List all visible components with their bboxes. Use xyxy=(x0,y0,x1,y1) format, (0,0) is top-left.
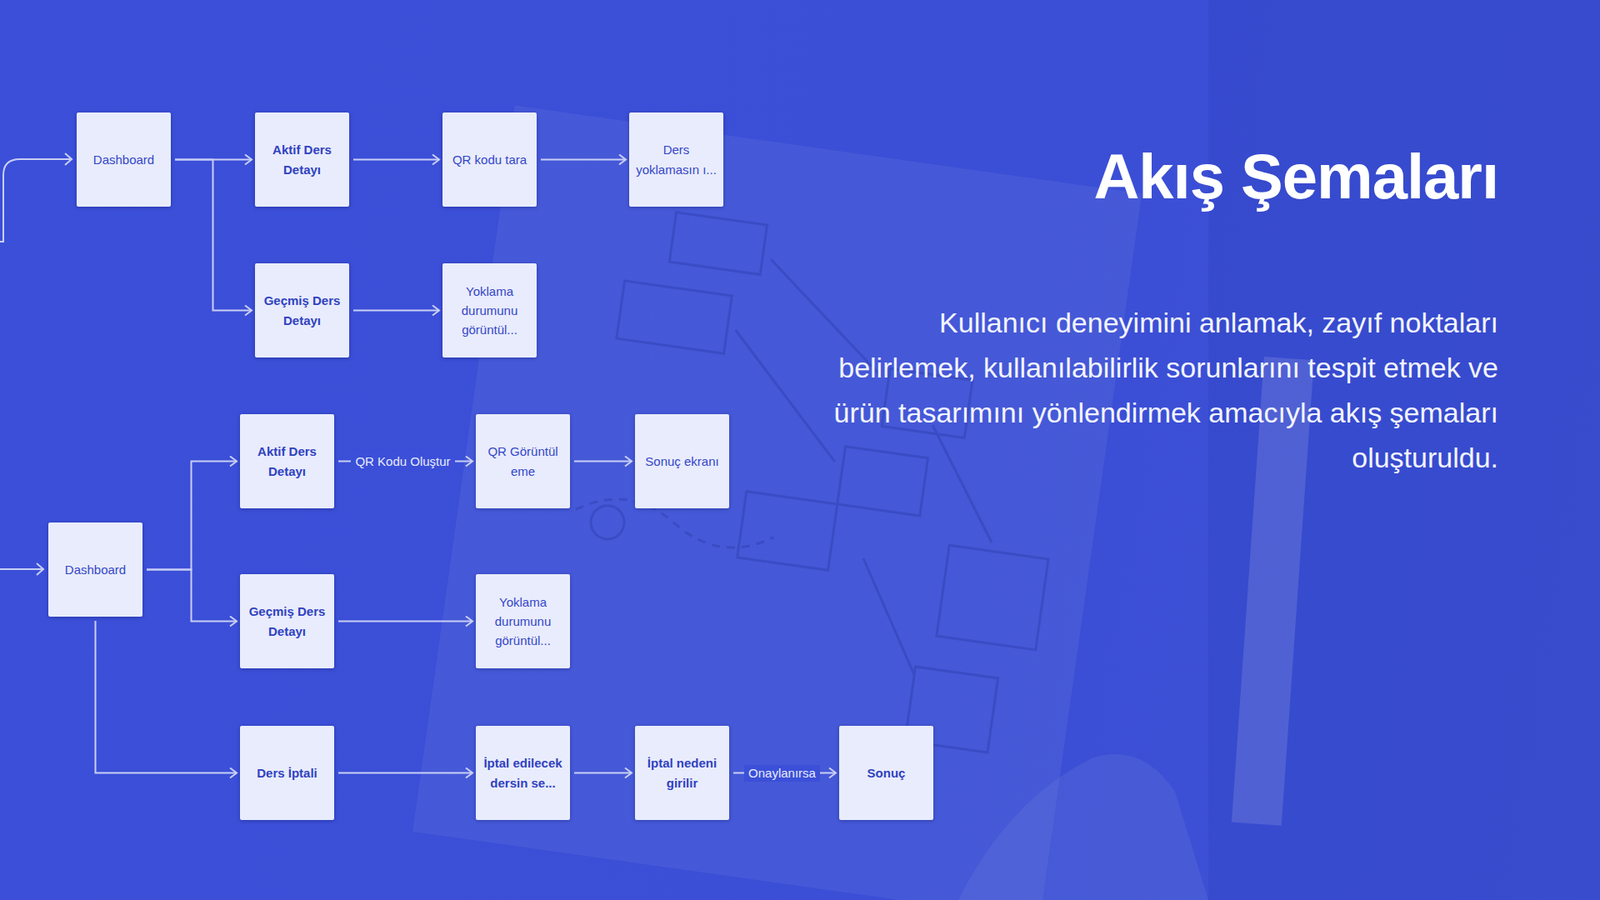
flow-arrow xyxy=(146,461,237,570)
edge-label: QR Kodu Oluştur xyxy=(350,453,455,470)
process-box: Dashboard xyxy=(76,112,171,207)
description-text: Kullanıcı deneyimini anlamak, zayıf nokt… xyxy=(823,300,1499,480)
process-box: Aktif Ders Detayı xyxy=(240,414,335,509)
process-box: Sonuç xyxy=(839,725,934,820)
box-label: Ders yoklamasın ı... xyxy=(635,140,717,180)
box-label: QR Görüntül eme xyxy=(482,441,564,481)
process-box: QR Görüntül eme xyxy=(475,414,570,509)
process-box: Dashboard xyxy=(48,522,143,617)
process-box: Ders İptali xyxy=(240,725,335,820)
flow-arrow xyxy=(574,772,632,775)
box-label: İptal edilecek dersin se... xyxy=(482,753,564,793)
process-box: Geçmiş Ders Detayı xyxy=(240,574,335,669)
box-label: Ders İptali xyxy=(256,763,318,783)
process-box: Yoklama durumunu görüntül... xyxy=(475,574,570,669)
box-label: Yoklama durumunu görüntül... xyxy=(482,592,564,651)
box-label: Sonuç ekranı xyxy=(645,451,719,471)
box-label: İptal nedeni girilir xyxy=(641,753,723,793)
box-label: Yoklama durumunu görüntül... xyxy=(449,281,530,340)
flow-arrow xyxy=(338,620,473,623)
flow-arrow xyxy=(175,160,252,311)
edge-label: Onaylanırsa xyxy=(744,765,820,782)
box-label: Dashboard xyxy=(65,560,126,580)
box-label: Dashboard xyxy=(93,150,155,170)
flow-arrow xyxy=(353,310,440,312)
flow-arrow xyxy=(95,620,238,774)
process-box: İptal edilecek dersin se... xyxy=(475,725,570,820)
process-box: QR kodu tara xyxy=(442,112,537,207)
process-box: İptal nedeni girilir xyxy=(635,725,730,820)
box-label: Sonuç xyxy=(867,763,906,783)
incoming-wire xyxy=(0,159,72,242)
arrowhead xyxy=(65,153,72,165)
flow-arrow xyxy=(574,460,632,463)
box-label: Geçmiş Ders Detayı xyxy=(246,601,328,641)
flow-arrow xyxy=(540,159,626,161)
process-box: Yoklama durumunu görüntül... xyxy=(442,263,537,358)
box-label: Geçmiş Ders Detayı xyxy=(261,290,343,330)
box-label: Aktif Ders Detayı xyxy=(261,140,343,180)
process-box: Ders yoklamasın ı... xyxy=(629,112,724,207)
process-box: Geçmiş Ders Detayı xyxy=(255,263,350,358)
process-box: Aktif Ders Detayı xyxy=(255,112,350,207)
flow-arrow xyxy=(338,772,473,775)
box-label: Aktif Ders Detayı xyxy=(246,441,328,481)
arrowhead xyxy=(36,563,44,575)
box-label: QR kodu tara xyxy=(452,150,527,170)
process-box: Sonuç ekranı xyxy=(635,414,730,509)
slide-title: Akış Şemaları xyxy=(1093,140,1499,213)
incoming-wire xyxy=(0,568,44,570)
flow-arrow xyxy=(353,159,440,161)
flow-arrow xyxy=(146,570,237,622)
